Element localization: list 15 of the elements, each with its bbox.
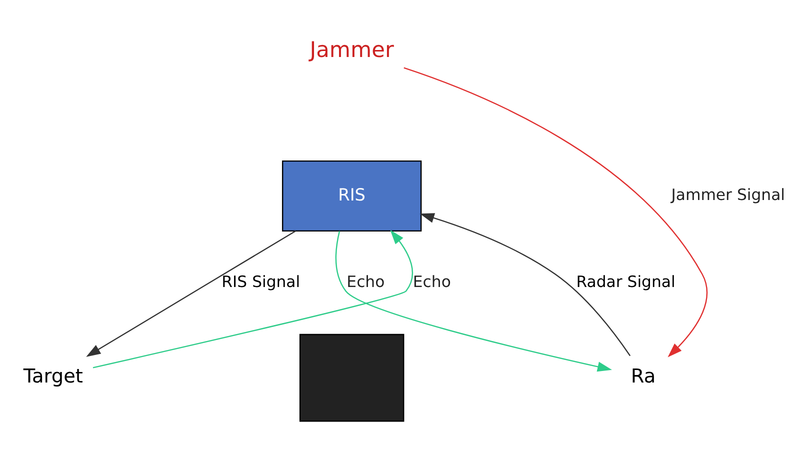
node-box [299, 333, 404, 422]
edge-label: Radar Signal [576, 271, 676, 290]
node-text: Jammer [310, 37, 394, 62]
edge-label: Jammer Signal [671, 184, 786, 204]
arrow [335, 230, 612, 372]
node-text: Target [23, 364, 83, 387]
edge-label: Echo [412, 271, 451, 290]
arrow [92, 229, 413, 368]
node-box: RIS [282, 160, 422, 232]
arrow [420, 212, 631, 356]
edge-label: RIS Signal [222, 271, 300, 290]
node-text: Ra [630, 364, 656, 387]
edge-label: Echo [346, 271, 385, 290]
arrow [86, 230, 296, 356]
arrow [404, 66, 708, 357]
